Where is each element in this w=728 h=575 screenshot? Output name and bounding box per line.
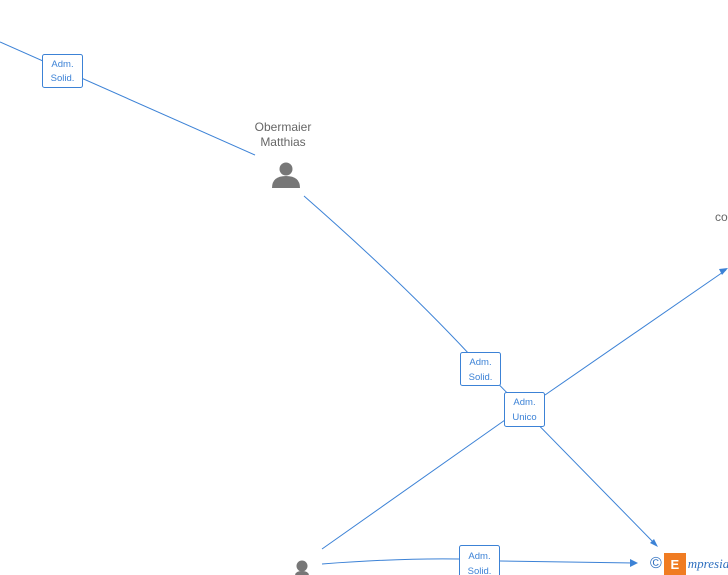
role-label-line1: Adm. (513, 397, 535, 408)
edge-lower-person-to-top-right-company (321, 269, 727, 550)
role-label-line2: Solid. (469, 372, 493, 383)
copyright-symbol: © (650, 555, 662, 572)
person-icon (295, 560, 309, 575)
empresia-logo: E (663, 553, 686, 575)
role-label-line1: Adm. (51, 59, 73, 70)
role-box-unico[interactable]: Adm. Unico (504, 392, 545, 427)
company-label-truncated: co (715, 210, 728, 224)
person-icon (272, 162, 300, 188)
role-label-line2: Solid. (51, 73, 75, 84)
empresia-brand-text: mpresia (687, 556, 728, 571)
role-box-bottom[interactable]: Adm. Solid. (459, 545, 500, 575)
edge-lower-person-to-bottom-right (321, 558, 635, 565)
person-name-line1: Obermaier (255, 120, 312, 134)
person-name-line2: Matthias (260, 135, 305, 149)
role-box-obermaier[interactable]: Adm. Solid. (460, 352, 501, 386)
role-label-line2: Solid. (468, 566, 492, 575)
edge-obermaier-to-bottom-company (303, 195, 657, 546)
person-node-lower[interactable] (295, 560, 309, 575)
role-box-top-left[interactable]: Adm. Solid. (42, 54, 83, 88)
arrowhead-bottom-right (630, 559, 638, 567)
person-node-obermaier[interactable]: Obermaier Matthias (255, 120, 312, 188)
role-label-line2: Unico (512, 412, 536, 423)
arrowhead-top-right-company (719, 268, 728, 275)
role-label-line1: Adm. (469, 357, 491, 368)
edge-top-left-to-obermaier (0, 41, 256, 156)
arrowhead-bottom-company (650, 539, 658, 547)
empresia-watermark: © E mpresia (650, 553, 728, 575)
role-label-line1: Adm. (468, 551, 490, 562)
